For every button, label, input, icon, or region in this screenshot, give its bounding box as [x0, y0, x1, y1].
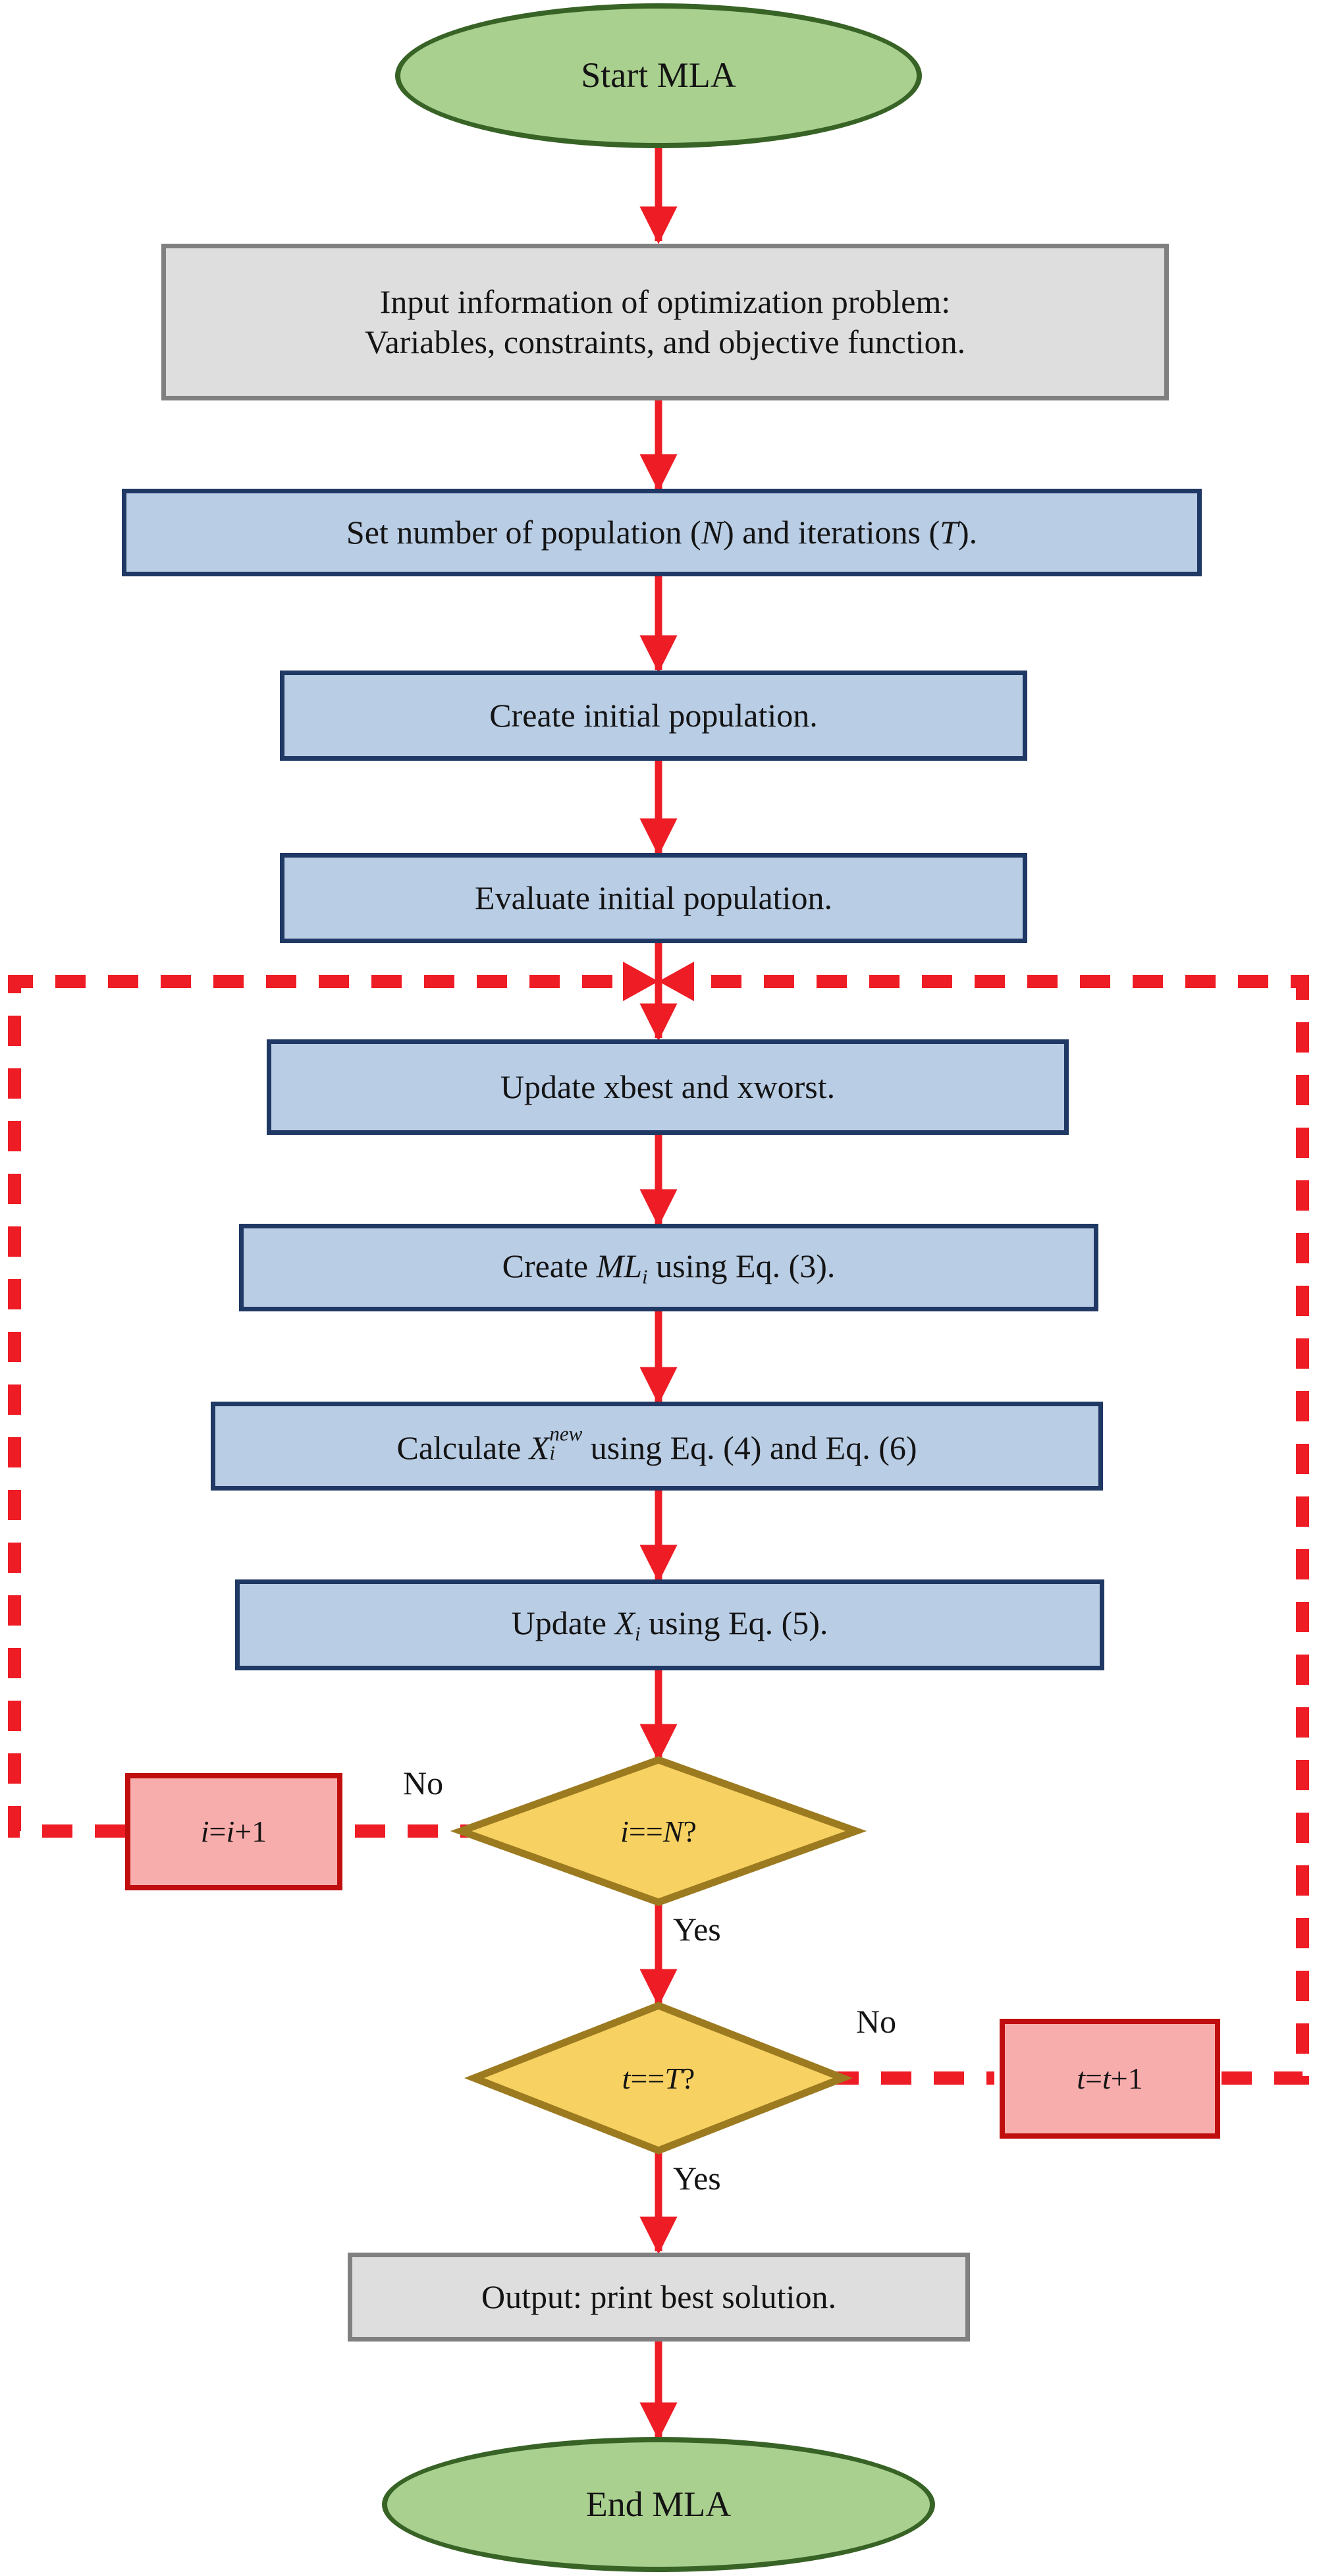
node-createml-sub: i — [642, 1265, 648, 1288]
node-updatex-post: using Eq. (5). — [640, 1604, 828, 1642]
node-createml-post: using Eq. (3). — [647, 1247, 836, 1284]
inc-i-a: i — [200, 1814, 209, 1848]
inc-t-eq: = — [1085, 2061, 1102, 2095]
node-input-line1: Input information of optimization proble… — [379, 283, 951, 320]
node-input-line2: Variables, constraints, and objective fu… — [364, 323, 966, 360]
node-calcx-post: using Eq. (4) and Eq. (6) — [582, 1429, 917, 1466]
node-calcx-pre: Calculate — [396, 1429, 529, 1466]
inc-i-eq: = — [209, 1814, 227, 1848]
node-set-population-iterations[interactable]: Set number of population (N) and iterati… — [122, 489, 1202, 576]
node-start[interactable]: Start MLA — [395, 3, 922, 148]
decision-t-shape[interactable] — [464, 2002, 853, 2154]
node-input-information[interactable]: Input information of optimization proble… — [161, 244, 1169, 400]
node-updatex-pre: Update — [511, 1604, 615, 1642]
node-start-label: Start MLA — [581, 55, 736, 96]
node-evaluate-initial-population[interactable]: Evaluate initial population. — [280, 853, 1027, 943]
decision-i-label: i==N? — [461, 1760, 856, 1902]
node-setnp-var-n: N — [701, 514, 724, 551]
inner-loop-dashed-return-path — [8, 975, 644, 1838]
node-createpop-label: Create initial population. — [489, 697, 818, 734]
edge-label-no-i: No — [403, 1765, 444, 1801]
node-updatex-var: X — [614, 1604, 635, 1642]
decision-t-label: t==T? — [474, 2006, 843, 2151]
node-createml-pre: Create — [502, 1247, 597, 1284]
node-increment-t[interactable]: t=t+1 — [1000, 2019, 1220, 2139]
node-updatex-sub: i — [635, 1622, 641, 1645]
node-decision-i-equals-n[interactable]: i==N? — [461, 1760, 856, 1902]
decision-t-op: == — [630, 2061, 665, 2095]
edge-label-yes-t: Yes — [673, 2160, 721, 2197]
node-increment-i[interactable]: i=i+1 — [125, 1773, 342, 1890]
inc-t-plus: +1 — [1110, 2061, 1143, 2095]
node-setnp-pre: Set number of population ( — [346, 514, 701, 551]
node-calcx-sub: i — [549, 1441, 555, 1465]
node-end[interactable]: End MLA — [382, 2437, 935, 2572]
decision-t-var-tt: T — [664, 2061, 682, 2095]
outer-loop-dashed-return-path — [673, 975, 1309, 2085]
node-updatebest-label: Update xbest and xworst. — [500, 1068, 836, 1105]
decision-i-op: == — [628, 1814, 663, 1848]
decision-t-qmark: ? — [681, 2061, 695, 2095]
decision-t-var-t: t — [622, 2061, 631, 2095]
edge-label-yes-i: Yes — [673, 1911, 721, 1948]
edge-label-no-t: No — [856, 2003, 897, 2040]
node-create-initial-population[interactable]: Create initial population. — [280, 671, 1027, 761]
decision-i-shape[interactable] — [450, 1756, 867, 1906]
node-end-label: End MLA — [585, 2484, 732, 2524]
node-create-ml[interactable]: Create MLi using Eq. (3). — [239, 1224, 1098, 1311]
node-output-best-solution[interactable]: Output: print best solution. — [348, 2253, 970, 2342]
inc-i-plus: +1 — [234, 1814, 267, 1848]
node-update-x[interactable]: Update Xi using Eq. (5). — [235, 1579, 1104, 1670]
node-calcx-var: X — [529, 1429, 550, 1466]
decision-i-var-i: i — [620, 1814, 629, 1848]
decision-i-qmark: ? — [683, 1814, 697, 1848]
node-output-label: Output: print best solution. — [481, 2278, 836, 2315]
inc-t-b: t — [1102, 2061, 1111, 2095]
node-calcx-sup: new — [549, 1422, 583, 1446]
node-decision-t-equals-t[interactable]: t==T? — [474, 2006, 843, 2151]
node-setnp-var-t: T — [940, 514, 958, 551]
node-setnp-mid: ) and iterations ( — [723, 514, 940, 551]
decision-i-var-n: N — [662, 1814, 684, 1848]
node-createml-var: ML — [596, 1247, 643, 1284]
inc-t-a: t — [1077, 2061, 1086, 2095]
node-update-xbest-xworst[interactable]: Update xbest and xworst. — [267, 1039, 1069, 1135]
inc-i-b: i — [226, 1814, 235, 1848]
node-evalpop-label: Evaluate initial population. — [475, 879, 832, 916]
node-setnp-post: ). — [957, 514, 978, 551]
